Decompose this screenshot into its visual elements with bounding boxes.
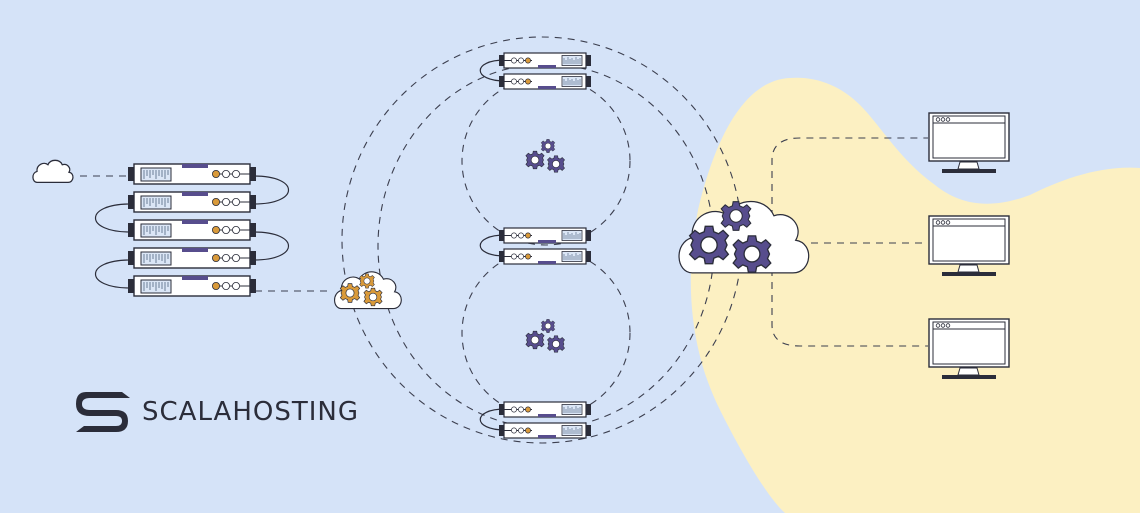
client-monitors <box>928 112 1010 380</box>
cloud-icon <box>32 159 74 183</box>
server-icon <box>127 275 257 297</box>
server-icon <box>127 163 257 185</box>
server-icon <box>127 219 257 241</box>
server-icon <box>127 247 257 269</box>
server-pair-middle <box>479 227 592 265</box>
server-icon <box>127 191 257 213</box>
gears-icon-lower <box>525 319 565 353</box>
cloud-gears-icon-orange <box>334 271 402 310</box>
yellow-background-blob <box>690 77 1140 513</box>
server-rack <box>95 163 289 297</box>
monitor-icon <box>928 112 1010 174</box>
brand-logo: SCALAHOSTING <box>72 390 359 434</box>
brand-name: SCALAHOSTING <box>142 397 359 427</box>
server-pair-top <box>479 52 592 90</box>
scalahosting-s-logo-icon <box>76 392 130 432</box>
gears-icon-upper <box>525 139 565 173</box>
server-pair-bottom <box>479 401 592 439</box>
